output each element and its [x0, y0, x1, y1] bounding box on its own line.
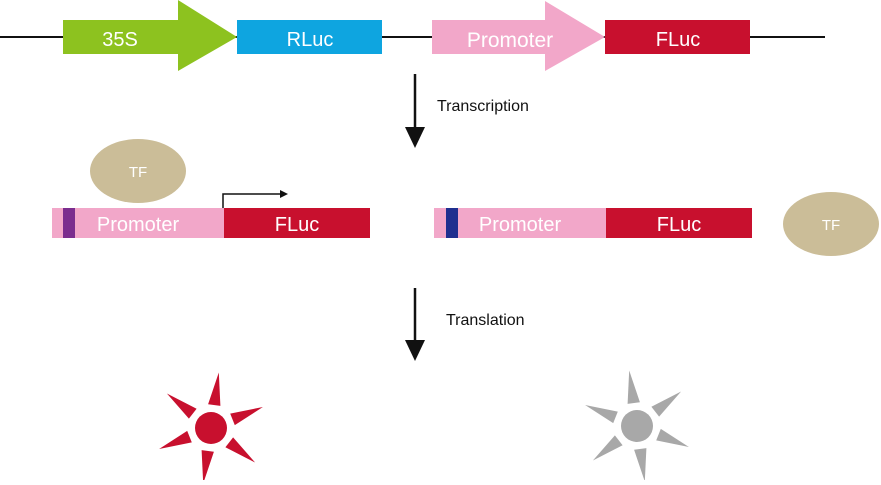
star-ray — [585, 405, 618, 424]
left-promoter-label: Promoter — [97, 214, 180, 236]
tf-free-label: TF — [822, 217, 840, 234]
star-ray — [592, 435, 623, 461]
promoter-arrow — [432, 1, 605, 71]
tf-bound-label: TF — [129, 164, 147, 181]
star-ray — [656, 428, 689, 447]
transcription-arrow-head — [405, 127, 425, 148]
right-binding-site — [446, 208, 458, 238]
star-center — [621, 410, 653, 442]
right-panel: Promoter FLuc TF — [434, 192, 879, 256]
star-ray — [634, 448, 647, 482]
star-ray — [201, 450, 214, 484]
35s-label: 35S — [102, 29, 138, 51]
star-ray — [651, 391, 682, 417]
transcription-start-arrowhead — [280, 190, 288, 198]
left-panel: TF Promoter FLuc — [52, 139, 370, 238]
left-binding-site — [63, 208, 75, 238]
star-ray — [159, 430, 192, 449]
35s-promoter-arrow — [63, 0, 237, 71]
right-fluc-label: FLuc — [657, 214, 701, 236]
left-fluc-label: FLuc — [275, 214, 319, 236]
promoter-label: Promoter — [467, 29, 553, 52]
top-construct: 35S RLuc Promoter FLuc — [0, 0, 825, 71]
star-center — [195, 412, 227, 444]
transcription-start-line — [222, 193, 280, 208]
transcription-label: Transcription — [437, 98, 529, 115]
translation-label: Translation — [446, 312, 525, 329]
left-fluc-box — [224, 208, 370, 238]
red-luciferase-star-icon — [159, 372, 263, 484]
star-ray — [627, 370, 640, 404]
left-promoter-box — [52, 208, 224, 238]
star-ray — [208, 372, 221, 406]
star-ray — [230, 407, 263, 426]
fluc-label: FLuc — [656, 29, 700, 51]
transcription-step: Transcription — [405, 74, 529, 148]
tf-bound-ellipse — [90, 139, 186, 203]
rluc-label: RLuc — [287, 29, 334, 51]
rluc-gene-box — [237, 20, 382, 54]
right-promoter-label: Promoter — [479, 214, 562, 236]
fluc-gene-box — [605, 20, 750, 54]
tf-free-ellipse — [783, 192, 879, 256]
right-fluc-box — [606, 208, 752, 238]
translation-step: Translation — [405, 288, 525, 361]
gray-luciferase-star-icon — [585, 370, 689, 482]
star-ray — [166, 393, 197, 419]
star-ray — [225, 437, 256, 463]
right-promoter-box — [434, 208, 606, 238]
translation-arrow-head — [405, 340, 425, 361]
